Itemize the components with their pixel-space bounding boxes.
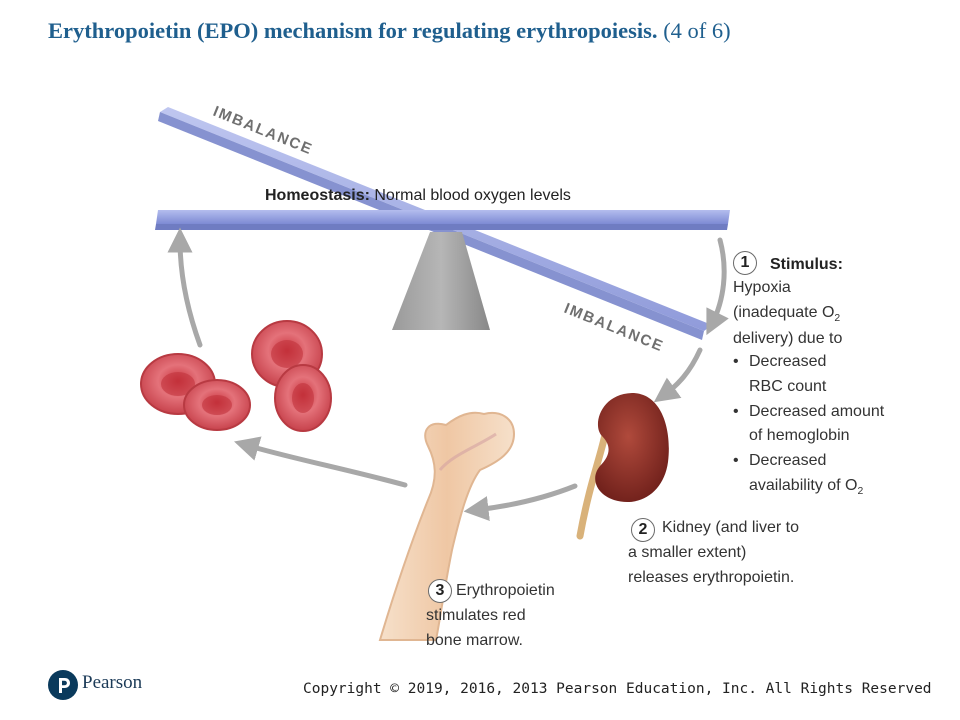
step-1-heading: Stimulus: [770, 256, 843, 273]
kidney [576, 393, 669, 540]
step-1-line-1: Hypoxia [733, 279, 791, 296]
homeostasis-text: Normal blood oxygen levels [374, 187, 571, 204]
red-blood-cells [140, 320, 332, 432]
arrow-rbc-to-balance [167, 227, 203, 348]
step-3-line-3: bone marrow. [426, 631, 523, 649]
homeostasis-label: Homeostasis: Normal blood oxygen levels [265, 187, 571, 205]
step-1-number: 1 [733, 251, 757, 275]
step-2-text: Kidney (and liver to a smaller extent) r… [628, 516, 799, 590]
arrow-bone-to-rbc [234, 436, 408, 488]
arrow-kidney-to-bone [463, 483, 578, 521]
arrow-to-kidney [653, 347, 703, 403]
copyright-text: Copyright © 2019, 2016, 2013 Pearson Edu… [303, 681, 932, 697]
arrow-stimulus-down [706, 237, 729, 336]
bone [378, 411, 516, 641]
homeostasis-beam [155, 210, 730, 230]
pearson-logo-icon [48, 670, 78, 700]
step-2-number: 2 [631, 518, 655, 542]
step-2-line-2: a smaller extent) [628, 543, 747, 561]
step-3-line-2: stimulates red [426, 606, 526, 624]
step-3-line-1: Erythropoietin [456, 582, 555, 599]
pearson-brand: Pearson [82, 672, 143, 693]
step-3-text: Erythropoietin stimulates red bone marro… [426, 579, 555, 653]
title-part: (4 of 6) [663, 18, 731, 43]
page-title: Erythropoietin (EPO) mechanism for regul… [48, 18, 731, 44]
step-1-line-2: (inadequate O2 [733, 303, 841, 324]
homeostasis-heading: Homeostasis: [265, 187, 370, 204]
step-2-line-3: releases erythropoietin. [628, 568, 795, 586]
title-main: Erythropoietin (EPO) mechanism for regul… [48, 18, 658, 43]
step-1-line-3: delivery) due to [733, 330, 843, 348]
step-1-text: Hypoxia (inadequate O2 delivery) due to [733, 276, 842, 352]
step-2-line-1: Kidney (and liver to [662, 519, 799, 536]
seesaw-fulcrum [392, 232, 490, 330]
step-3-number: 3 [428, 579, 452, 603]
